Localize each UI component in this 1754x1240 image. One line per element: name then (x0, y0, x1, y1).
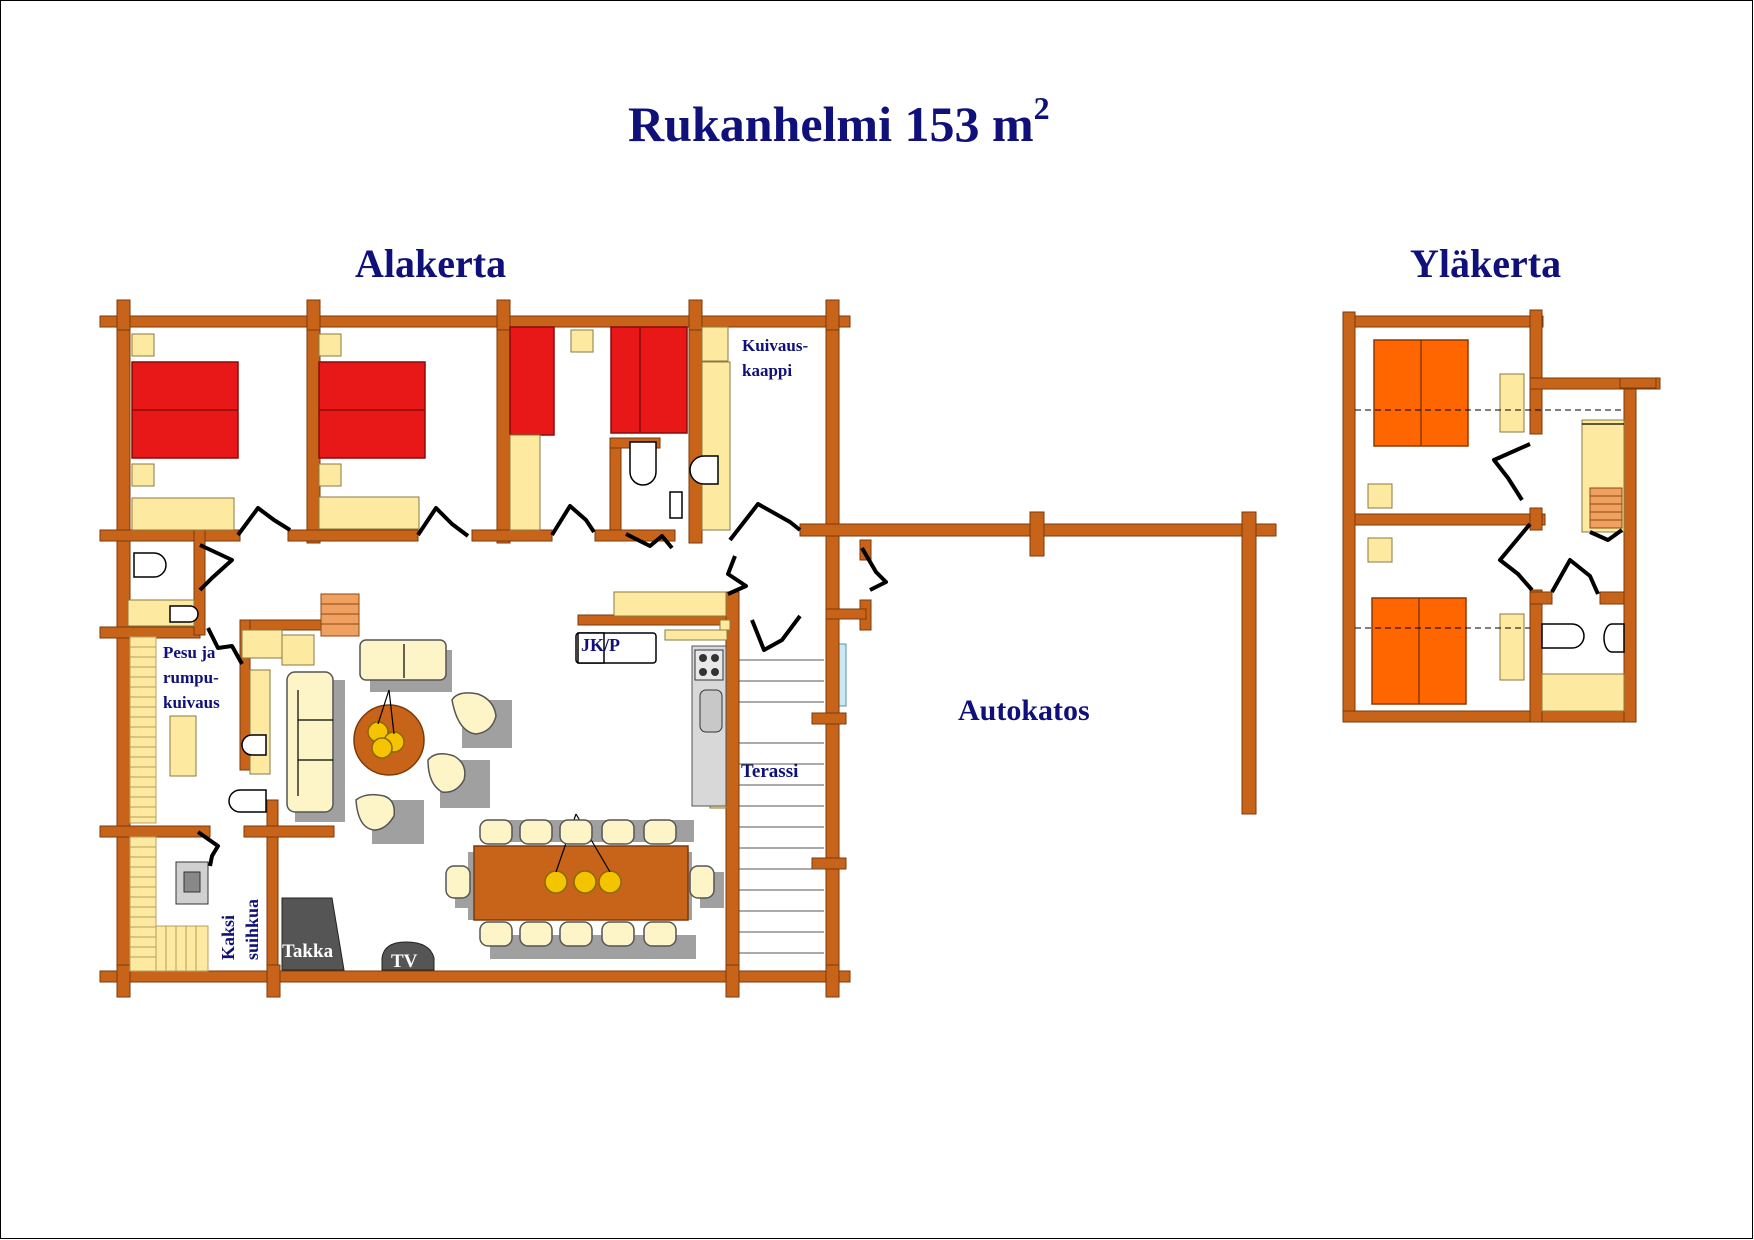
loveseat (359, 639, 447, 681)
label-pesu-1: Pesu ja (163, 643, 216, 662)
label-tv: TV (391, 951, 418, 972)
label-takka: Takka (282, 941, 334, 962)
tv (381, 941, 435, 971)
lower-floor-plan (99, 299, 1277, 998)
single-bed-2 (610, 326, 688, 434)
upper-furniture (1355, 339, 1625, 712)
plan-title: Rukanhelmi 153 m2 (628, 90, 1050, 152)
label-terassi: Terassi (741, 761, 798, 782)
lower-doors (196, 502, 888, 867)
lower-walls (99, 299, 1277, 998)
terrace-steps (739, 659, 824, 954)
upper-doors (1492, 442, 1624, 595)
label-kuivauskaappi-2: kaappi (742, 361, 792, 380)
upper-floor-plan (1342, 309, 1661, 723)
label-autokatos: Autokatos (958, 694, 1090, 727)
lower-bathroom-fixtures (129, 441, 727, 972)
upper-walls (1342, 309, 1661, 723)
single-bed-1 (509, 326, 555, 436)
label-kaksi: Kaksi (218, 915, 238, 960)
label-pesu-3: kuivaus (163, 693, 220, 712)
label-kuivauskaappi-1: Kuivaus- (742, 336, 808, 355)
dining-chairs (445, 819, 715, 947)
fireplace (281, 897, 345, 971)
label-pesu-2: rumpu- (163, 668, 219, 687)
label-suihkua: suihkua (242, 899, 262, 960)
lower-floor-label: Alakerta (355, 241, 506, 286)
room-labels: Kuivaus- kaappi Pesu ja rumpu- kuivaus J… (163, 336, 1090, 972)
label-jkp: JK/P (581, 635, 620, 655)
upper-floor-label: Yläkerta (1410, 241, 1561, 286)
living-room-furniture (281, 639, 715, 971)
sofa (286, 671, 334, 813)
